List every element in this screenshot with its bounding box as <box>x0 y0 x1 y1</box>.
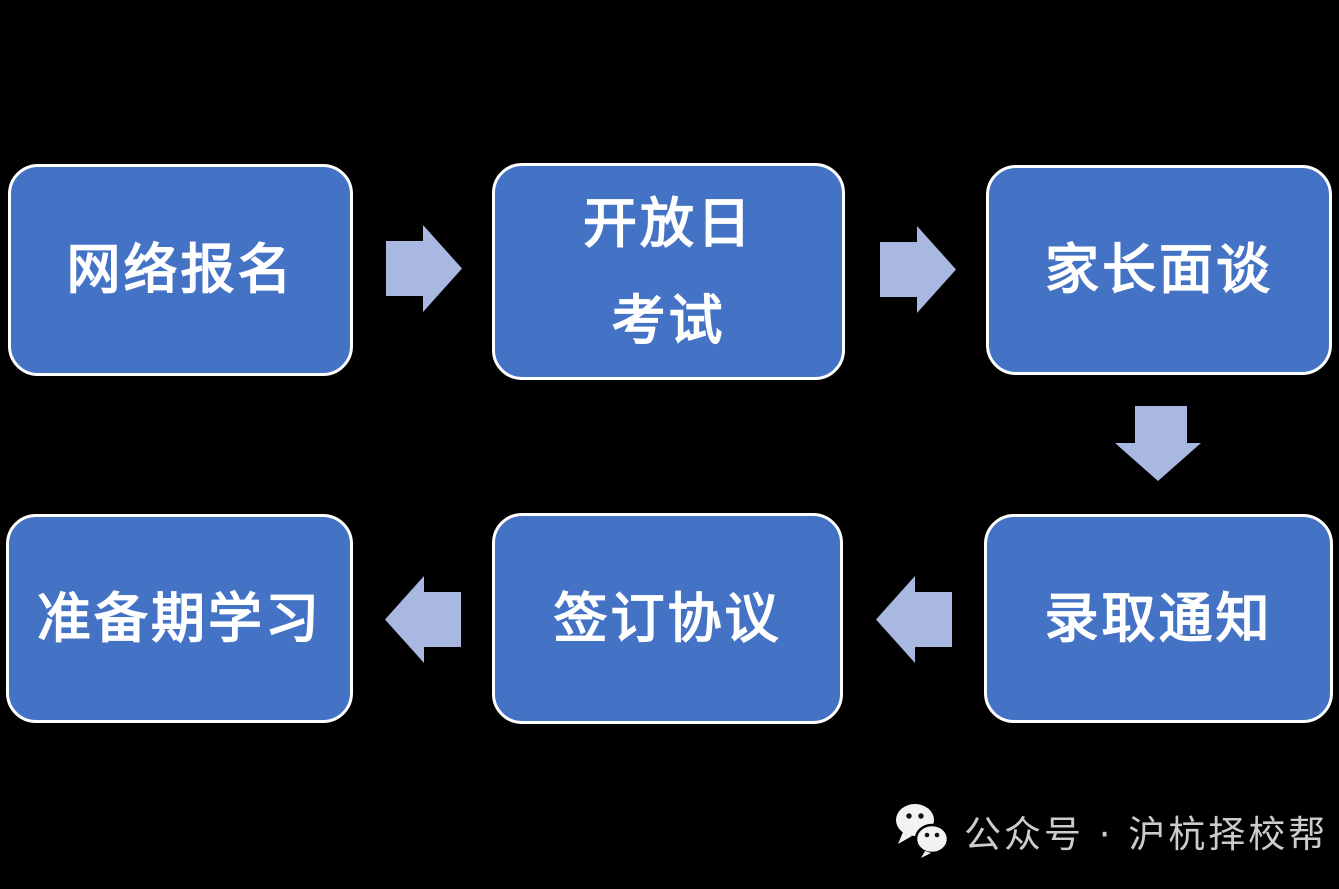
flow-step-preparation-study: 准备期学习 <box>6 514 353 723</box>
wechat-icon <box>893 803 951 859</box>
flow-step-open-day-exam: 开放日 考试 <box>492 163 845 380</box>
flow-step-label: 家长面谈 <box>1045 237 1273 302</box>
arrow-right-icon <box>386 225 462 312</box>
arrow-right-icon <box>880 226 956 313</box>
flow-step-label: 准备期学习 <box>37 585 322 650</box>
flow-step-label: 录取通知 <box>1044 585 1273 650</box>
arrow-left-icon <box>876 576 952 663</box>
flow-step-sign-agreement: 签订协议 <box>492 513 843 724</box>
flow-step-admission-notice: 录取通知 <box>984 514 1333 723</box>
flow-step-parent-interview: 家长面谈 <box>986 165 1332 375</box>
arrow-down-icon <box>1115 406 1201 481</box>
wechat-account-label: 公众号 · 沪杭择校帮 <box>964 813 1329 856</box>
flow-step-online-registration: 网络报名 <box>8 164 353 376</box>
flow-step-label: 签订协议 <box>553 585 782 650</box>
flow-step-label: 考试 <box>611 287 726 352</box>
arrow-left-icon <box>385 576 461 663</box>
flow-step-label: 网络报名 <box>66 237 295 302</box>
flow-step-label: 开放日 <box>583 190 754 255</box>
wechat-watermark: 公众号 · 沪杭择校帮 <box>893 803 1328 859</box>
